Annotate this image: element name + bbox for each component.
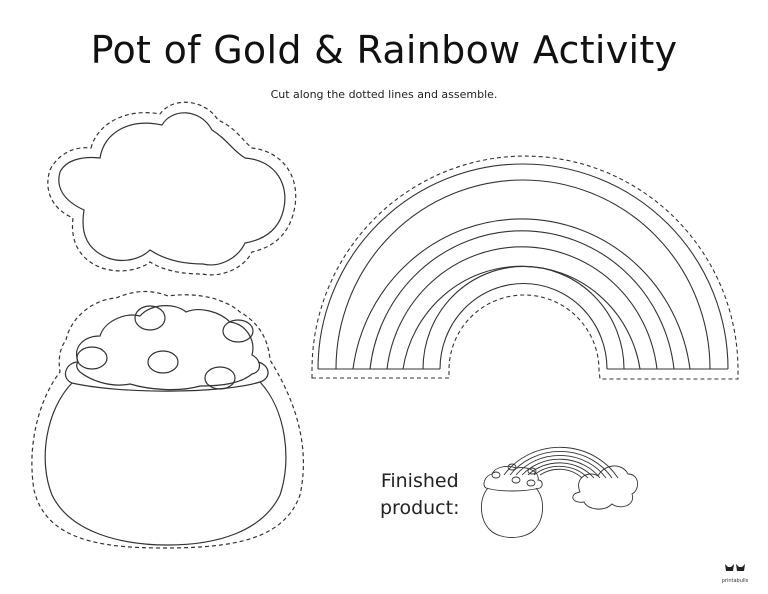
mini-coin bbox=[527, 467, 537, 475]
pot-body bbox=[44, 381, 287, 546]
gold-coin-1 bbox=[76, 346, 108, 370]
rainbow-cutout bbox=[311, 155, 739, 380]
mini-coin bbox=[491, 471, 501, 479]
rainbow-arc-1 bbox=[317, 163, 729, 370]
rainbow-arc-6 bbox=[402, 265, 641, 370]
finished-product-illustration bbox=[481, 446, 638, 538]
gold-pile bbox=[76, 305, 261, 391]
rainbow-arc-7 bbox=[422, 266, 625, 370]
finished-label-line2: product: bbox=[380, 497, 460, 519]
logo-text: printabulls bbox=[721, 578, 749, 584]
rainbow-arc-3 bbox=[352, 218, 691, 370]
instructions: Cut along the dotted lines and assemble. bbox=[270, 88, 498, 101]
rainbow-arc-8 bbox=[439, 283, 608, 370]
pot-of-gold-cutout bbox=[31, 290, 304, 549]
gold-coin-5 bbox=[204, 366, 236, 390]
mini-pot bbox=[481, 465, 543, 538]
pot-rim bbox=[64, 361, 269, 392]
rainbow-arc-4 bbox=[369, 230, 675, 370]
finished-label-line1: Finished bbox=[380, 470, 459, 492]
finished-product-label: Finished product: bbox=[380, 468, 459, 522]
rainbow-cut-line bbox=[311, 155, 739, 380]
brand-logo: printabulls bbox=[718, 560, 752, 584]
pot-cut-line bbox=[31, 290, 304, 549]
cloud-outline bbox=[58, 112, 286, 266]
bulls-logo-icon bbox=[725, 564, 745, 571]
mini-coin bbox=[507, 463, 517, 471]
gold-coin-2 bbox=[134, 305, 166, 331]
rainbow-arc-2 bbox=[335, 179, 711, 370]
rainbow-arc-5 bbox=[386, 246, 658, 370]
mini-cloud bbox=[572, 465, 638, 510]
gold-coin-4 bbox=[222, 319, 254, 343]
page-title: Pot of Gold & Rainbow Activity bbox=[90, 28, 678, 72]
gold-coin-3 bbox=[147, 350, 179, 374]
cloud-cutout bbox=[47, 101, 297, 276]
mini-coin bbox=[526, 479, 536, 487]
mini-rainbow bbox=[503, 446, 619, 479]
cloud-cut-line bbox=[47, 101, 297, 276]
mini-coin bbox=[511, 476, 521, 484]
